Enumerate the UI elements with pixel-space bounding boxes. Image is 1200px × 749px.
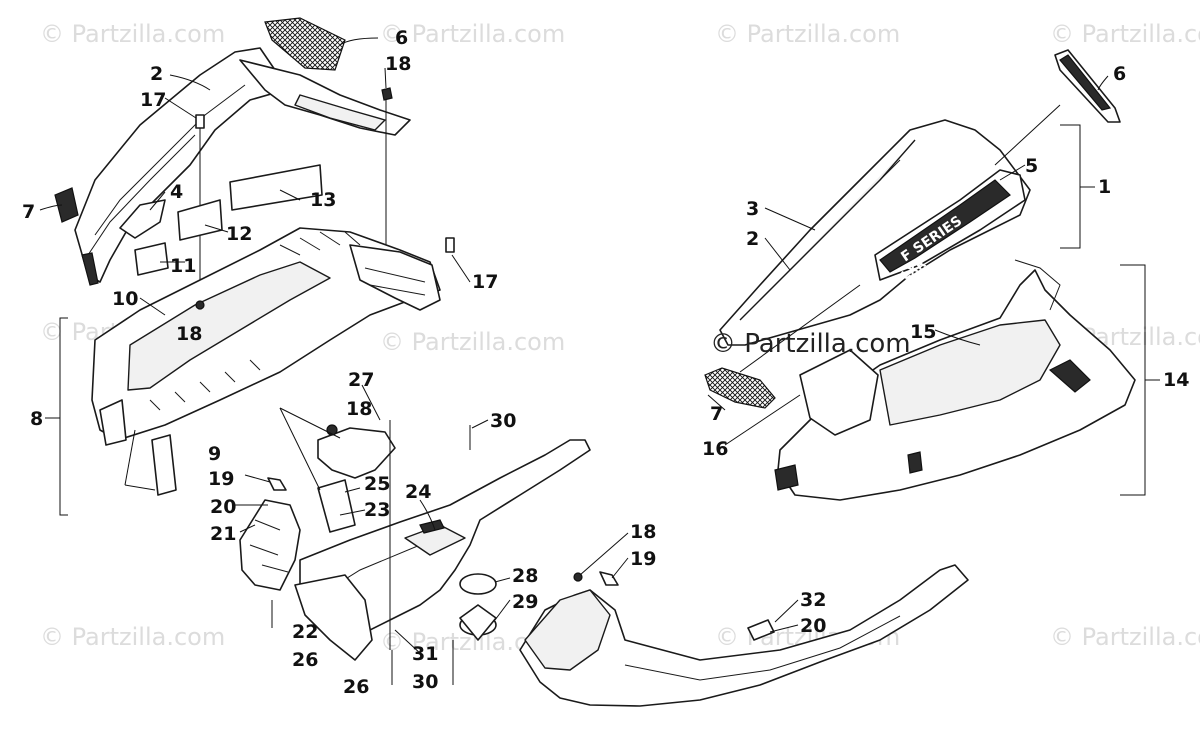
callout-10: 10 [112,288,138,310]
watermark-text: © Partzilla.com [715,20,900,48]
callout-6: 6 [1113,63,1126,85]
center-watermark-text: © Partzilla.com [710,329,911,359]
callout-26: 26 [343,676,369,698]
bracket-1 [1060,124,1081,249]
belly-pan-assembly [239,407,619,685]
callout-20: 20 [210,496,236,518]
callout-25: 25 [364,473,390,495]
mesh-grille-7 [704,367,776,409]
callout-32: 32 [800,589,826,611]
callout-29: 29 [512,591,538,613]
callout-31: 31 [412,643,438,665]
bolt-17 [445,237,455,253]
callout-22: 22 [292,621,318,643]
decal-9 [151,434,177,496]
ring-28 [459,573,497,595]
belly-pan-20 [519,564,969,707]
callout-19: 19 [208,468,234,490]
watermark-text: © Partzilla.com [380,20,565,48]
callout-30: 30 [490,410,516,432]
leader-lines [39,37,1109,656]
callout-18: 18 [346,398,372,420]
callout-15: 15 [910,321,936,343]
mesh-grille-6 [264,17,346,71]
callout-17: 17 [140,89,166,111]
callout-numbers: 6 18 2 17 4 13 7 12 11 17 10 18 8 27 18 … [22,27,1189,698]
watermark-text: © Partzilla.com [40,20,225,48]
bolt-17 [195,114,205,129]
callout-18: 18 [176,323,202,345]
callout-7: 7 [22,201,35,223]
front-vent [81,252,99,286]
callout-17: 17 [472,271,498,293]
vent-21 [239,499,301,591]
bolt-19 [599,571,619,586]
decal-4 [119,199,166,239]
callout-13: 13 [310,189,336,211]
callout-14: 14 [1163,369,1189,391]
bracket-8 [59,317,68,516]
callout-6: 6 [395,27,408,49]
decal-12 [177,199,223,241]
fastener-18 [195,300,205,310]
callout-9: 9 [208,443,221,465]
callout-7: 7 [710,403,723,425]
callout-30: 30 [412,671,438,693]
watermark-text: © Partzilla.com [1050,20,1200,48]
decal-13 [229,164,323,211]
callout-12: 12 [226,223,252,245]
lower-belly-pan [519,564,969,707]
callout-21: 21 [210,523,236,545]
callout-2: 2 [746,228,759,250]
callout-23: 23 [364,499,390,521]
watermark-text: © Partzilla.com [380,328,565,356]
callout-5: 5 [1025,155,1038,177]
callout-18: 18 [630,521,656,543]
upper-hood-assembly [54,17,455,496]
decal-11 [134,242,169,276]
callout-28: 28 [512,565,538,587]
callout-8: 8 [30,408,43,430]
callout-26: 26 [292,649,318,671]
bolt-19 [267,477,287,491]
panel-15 [879,319,1061,426]
callout-11: 11 [170,255,196,277]
callout-19: 19 [630,548,656,570]
callout-20: 20 [800,615,826,637]
bracket-27 [317,427,396,479]
callout-27: 27 [348,369,374,391]
side-panel-2 [74,47,286,283]
fastener-18 [381,87,393,101]
clip-7 [54,187,79,223]
callout-18: 18 [385,53,411,75]
callout-16: 16 [702,438,728,460]
clip-32 [747,619,775,641]
callout-4: 4 [170,181,183,203]
watermark-text: © Partzilla.com [1050,623,1200,651]
decal-16 [799,349,879,436]
windshield-10 [127,261,331,391]
callout-2: 2 [150,63,163,85]
strap-25 [317,479,356,533]
panel-22 [294,574,373,661]
side-panel-2 [719,119,1031,346]
callout-3: 3 [746,198,759,220]
callout-1: 1 [1098,176,1111,198]
callout-24: 24 [405,481,431,503]
watermark-text: © Partzilla.com [40,623,225,651]
side-panel-assembly: F SERIES LXR [704,49,1160,501]
